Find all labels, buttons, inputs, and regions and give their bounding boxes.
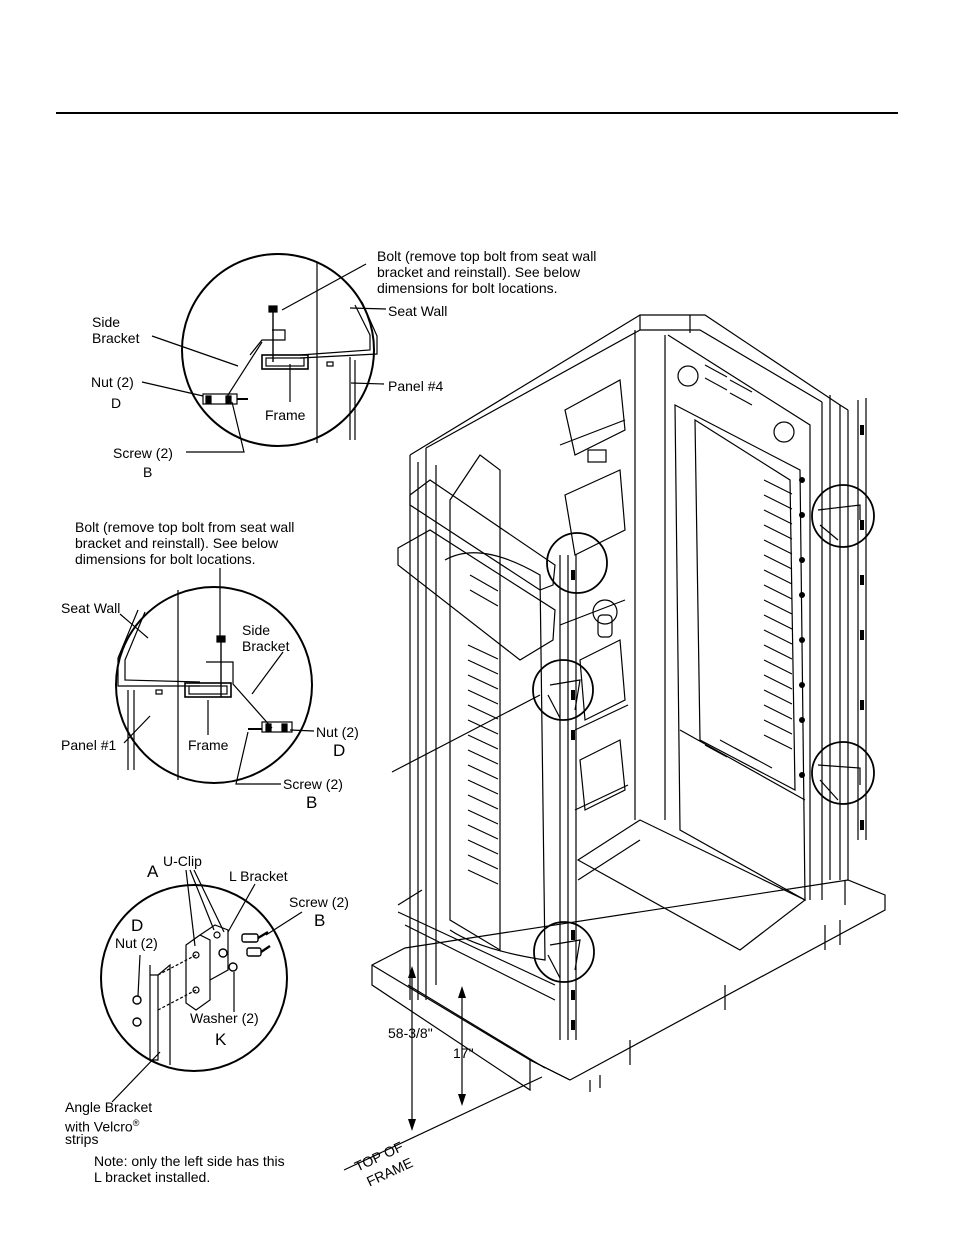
label-angle-bracket: Angle Bracket with Velcro® — [65, 1099, 153, 1135]
label-screw-top: Screw (2) — [113, 445, 173, 461]
locator-circle-2 — [532, 659, 594, 721]
label-nut-top-letter: D — [111, 395, 122, 411]
label-frame-mid: Frame — [188, 737, 229, 753]
label-washer: Washer (2) — [190, 1010, 259, 1026]
label-dim-58: 58-3/8" — [388, 1025, 433, 1041]
leader-screw-bot — [265, 911, 303, 936]
leader-nut-top — [141, 381, 204, 397]
locator-detail-3 — [547, 939, 581, 979]
label-nut-top: Nut (2) — [91, 374, 134, 390]
label-seat-wall-mid: Seat Wall — [61, 600, 121, 616]
leader-seatwall-top — [349, 307, 387, 310]
label-screw-bot: Screw (2) — [289, 894, 349, 910]
label-letter-d: D — [131, 916, 144, 935]
label-side-bracket-top: Side Bracket — [92, 314, 140, 346]
leader-panel1 — [123, 715, 151, 744]
locator-detail-5 — [817, 764, 861, 801]
leader-uclip-3 — [193, 869, 225, 933]
label-nut-bot: Nut (2) — [115, 935, 158, 951]
detail-circle-bottom — [100, 884, 288, 1072]
shower-enclosure — [371, 314, 886, 1092]
label-panel4: Panel #4 — [388, 378, 444, 394]
locator-circle-3 — [533, 921, 595, 983]
detail-circle-top — [181, 253, 378, 447]
label-screw-mid-letter: B — [306, 793, 318, 812]
registered-mark: ® — [132, 1118, 140, 1128]
top-of-frame-line — [343, 1076, 543, 1171]
leader-screw-top — [186, 401, 245, 453]
locator-circle-1 — [546, 532, 608, 594]
leader-bolt-top — [281, 263, 367, 311]
locator-circle-5 — [811, 741, 875, 805]
leader-nut-mid — [289, 729, 315, 732]
locator-circle-4 — [811, 484, 875, 548]
header-rule — [56, 112, 898, 114]
label-nut-mid: Nut (2) — [316, 724, 359, 740]
leader-screw-mid — [235, 731, 281, 785]
label-bolt-top: Bolt (remove top bolt from seat wall bra… — [377, 248, 597, 296]
leader-uclip-1 — [185, 869, 196, 947]
label-side-bracket-mid: Side Bracket — [242, 622, 290, 654]
detail-circle-mid — [115, 586, 313, 784]
leader-seatwall-mid — [119, 613, 149, 639]
label-uclip: U-Clip — [163, 853, 202, 869]
label-seat-wall-top: Seat Wall — [388, 303, 448, 319]
label-note: Note: only the left side has this L brac… — [94, 1153, 285, 1185]
label-bolt-mid: Bolt (remove top bolt from seat wall bra… — [75, 519, 295, 567]
leader-nut-bot — [137, 954, 141, 997]
label-dim-17: 17" — [453, 1045, 474, 1061]
leader-angle-bracket — [111, 1051, 161, 1103]
leader-uclip-2 — [189, 869, 215, 931]
label-lbracket: L Bracket — [229, 868, 288, 884]
leader-sidebracket-mid — [251, 651, 284, 695]
locator-detail-2 — [547, 679, 581, 719]
label-letter-k: K — [215, 1030, 227, 1049]
label-nut-mid-letter: D — [333, 741, 346, 760]
label-screw-mid: Screw (2) — [283, 776, 343, 792]
leader-panel4 — [350, 382, 385, 385]
label-frame-top: Frame — [265, 407, 306, 423]
leader-locator — [391, 694, 541, 773]
leader-lbracket — [227, 883, 256, 933]
dimension-17 — [458, 986, 466, 1106]
locator-detail-4 — [817, 504, 861, 541]
leader-sidebracket-top — [151, 335, 239, 367]
label-screw-top-letter: B — [143, 464, 153, 480]
dimension-58 — [408, 966, 416, 1131]
label-panel1: Panel #1 — [61, 737, 117, 753]
label-screw-bot-letter: B — [314, 911, 326, 930]
label-strips: strips — [65, 1131, 99, 1147]
label-letter-a: A — [147, 862, 159, 881]
